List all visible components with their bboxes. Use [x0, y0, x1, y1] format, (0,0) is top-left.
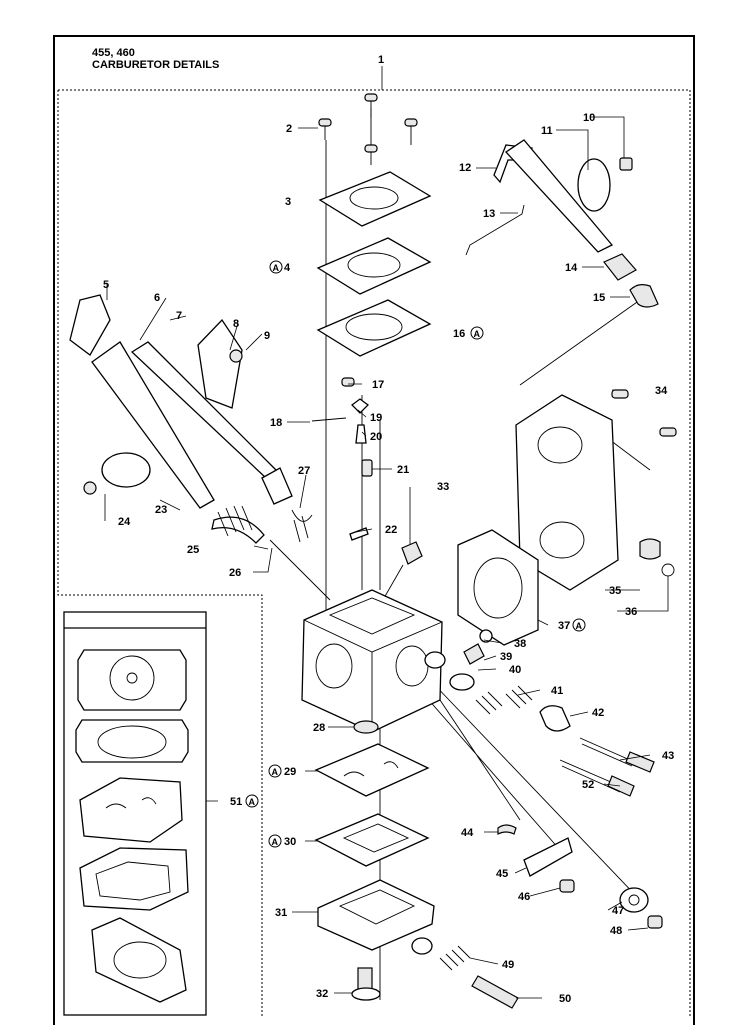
- throttle-shaft-assembly: [69, 294, 313, 544]
- svg-text:A: A: [249, 797, 256, 807]
- svg-text:A: A: [273, 263, 280, 273]
- callout-1: 1: [378, 54, 384, 66]
- callout-11: 11: [541, 125, 553, 137]
- model-numbers: 455, 460: [92, 47, 135, 59]
- pump-cover-stack: [316, 171, 432, 357]
- callout-25: 25: [187, 544, 199, 556]
- callout-36: 36: [625, 606, 637, 618]
- page-title: CARBURETOR DETAILS: [92, 59, 220, 71]
- callout-3: 3: [285, 196, 291, 208]
- callout-34: 34: [655, 385, 668, 397]
- callout-42: 42: [592, 707, 604, 719]
- intake-flange: [457, 389, 677, 646]
- callout-43: 43: [662, 750, 674, 762]
- callout-22: 22: [385, 524, 397, 536]
- callout-23: 23: [155, 504, 167, 516]
- callout-5: 5: [103, 279, 109, 291]
- page-frame: [53, 35, 695, 1025]
- kit-markers: A A A A A A: [245, 260, 586, 848]
- callout-29: 29: [284, 766, 296, 778]
- svg-text:A: A: [272, 767, 279, 777]
- callout-51: 51: [230, 796, 242, 808]
- callout-9: 9: [264, 330, 270, 342]
- callout-4: 4: [284, 262, 291, 274]
- callout-45: 45: [496, 868, 508, 880]
- callout-41: 41: [551, 685, 563, 697]
- carburetor-body: [301, 589, 446, 733]
- callout-24: 24: [118, 516, 131, 528]
- callout-37: 37: [558, 620, 570, 632]
- leader-lines: [104, 66, 669, 999]
- callout-39: 39: [500, 651, 512, 663]
- callout-33: 33: [437, 481, 449, 493]
- callout-40: 40: [509, 664, 521, 676]
- svg-text:A: A: [576, 621, 583, 631]
- callout-16: 16: [453, 328, 465, 340]
- callout-21: 21: [397, 464, 409, 476]
- guide-lines: [269, 108, 651, 1000]
- kit-marker: A: [470, 326, 484, 340]
- callout-52: 52: [582, 779, 594, 791]
- callout-47: 47: [612, 905, 624, 917]
- main-assembly-region: [57, 89, 691, 1017]
- svg-text:A: A: [474, 329, 481, 339]
- kit-marker: A: [268, 834, 282, 848]
- choke-lever-assembly: [465, 139, 659, 308]
- svg-text:A: A: [272, 837, 279, 847]
- kit-marker: A: [268, 764, 282, 778]
- adjustment-screws: [449, 629, 655, 797]
- callout-20: 20: [370, 431, 382, 443]
- callout-12: 12: [459, 162, 471, 174]
- metering-stack: [314, 720, 663, 1009]
- callout-38: 38: [514, 638, 526, 650]
- callout-30: 30: [284, 836, 296, 848]
- callout-13: 13: [483, 208, 495, 220]
- callout-26: 26: [229, 567, 241, 579]
- callout-17: 17: [372, 379, 384, 391]
- callout-19: 19: [370, 412, 382, 424]
- callout-7: 7: [176, 310, 182, 322]
- callout-14: 14: [565, 262, 578, 274]
- cover-screws: [318, 93, 418, 165]
- callout-8: 8: [233, 318, 239, 330]
- callout-49: 49: [502, 959, 514, 971]
- callout-27: 27: [298, 465, 310, 477]
- callout-46: 46: [518, 891, 530, 903]
- callout-48: 48: [610, 925, 622, 937]
- gasket-kit-inset: [63, 611, 207, 1016]
- kit-marker: A: [572, 618, 586, 632]
- callout-15: 15: [593, 292, 605, 304]
- kit-marker: A: [245, 794, 259, 808]
- needle-valve-parts: [311, 377, 423, 565]
- callout-32: 32: [316, 988, 328, 1000]
- callout-labels: 1 2 3 4 5 6 7 8 9 10 11 12 13 14 15 16 1…: [103, 54, 674, 1005]
- callout-44: 44: [461, 827, 474, 839]
- callout-2: 2: [286, 123, 292, 135]
- callout-35: 35: [609, 585, 621, 597]
- callout-6: 6: [154, 292, 160, 304]
- kit-marker: A: [269, 260, 283, 274]
- callout-10: 10: [583, 112, 595, 124]
- callout-31: 31: [275, 907, 287, 919]
- callout-28: 28: [313, 722, 325, 734]
- callout-18: 18: [270, 417, 282, 429]
- callout-50: 50: [559, 993, 571, 1005]
